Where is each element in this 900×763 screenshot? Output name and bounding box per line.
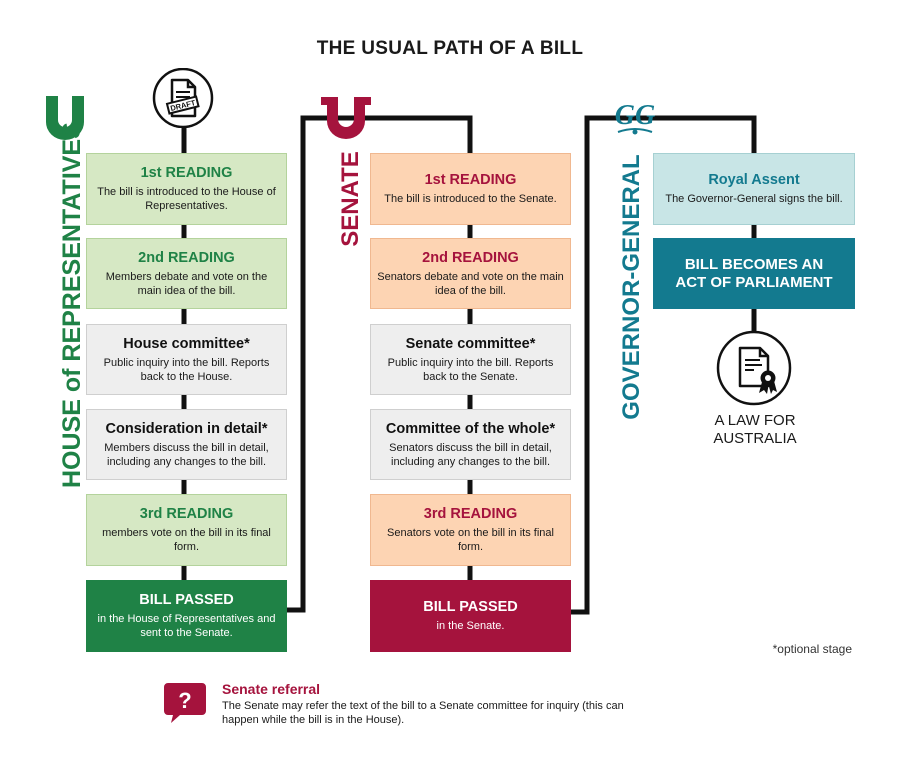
gg-step-royal-assent: Royal Assent The Governor-General signs … [653,153,855,225]
step-description: in the Senate. [436,620,505,632]
senate-chamber-icon [321,97,371,139]
step-heading: Senate committee* [405,335,536,352]
question-speech-bubble-icon: ? [164,683,206,723]
house-step-committee: House committee* Public inquiry into the… [86,324,287,395]
house-step-3rd-reading: 3rd READING members vote on the bill in … [86,494,287,566]
step-description: Members debate and vote on the main idea… [105,270,268,297]
senate-step-committee: Senate committee* Public inquiry into th… [370,324,571,395]
step-heading: BILL PASSED [139,592,234,608]
step-description: Members discuss the bill in detail, incl… [104,441,269,468]
house-bill-passed: BILL PASSED in the House of Representati… [86,580,287,652]
senate-step-2nd-reading: 2nd READING Senators debate and vote on … [370,238,571,309]
house-step-2nd-reading: 2nd READING Members debate and vote on t… [86,238,287,309]
senate-bill-passed: BILL PASSED in the Senate. [370,580,571,652]
senate-label: SENATE [337,151,364,247]
svg-text:GG: GG [615,100,655,131]
optional-stage-note: *optional stage [772,642,852,656]
senate-referral-title: Senate referral [222,681,321,697]
step-description: Senators discuss the bill in detail, inc… [389,441,552,468]
step-heading: Royal Assent [708,172,800,188]
draft-document-icon: DRAFT [152,68,214,128]
senate-referral-text: The Senate may refer the text of the bil… [222,700,624,726]
house-step-consideration-in-detail: Consideration in detail* Members discuss… [86,409,287,480]
step-description: Senators vote on the bill in its final f… [387,527,554,553]
step-heading: 1st READING [424,172,517,188]
law-for-australia: A LAW FOR AUSTRALIA [713,412,797,447]
page-title: THE USUAL PATH OF A BILL [316,38,584,59]
step-description: The bill is introduced to the Senate. [384,193,557,205]
step-description: The Governor-General signs the bill. [665,193,843,205]
step-description: The bill is introduced to the House of R… [97,186,276,212]
svg-text:?: ? [178,688,191,713]
gg-bill-becomes-act: BILL BECOMES AN ACT OF PARLIAMENT [653,238,855,309]
step-heading: 3rd READING [139,506,234,522]
house-step-1st-reading: 1st READING The bill is introduced to th… [86,153,287,225]
step-heading: BILL PASSED [423,599,518,615]
step-heading: Consideration in detail* [105,420,268,437]
step-description: Public inquiry into the bill. Reports ba… [387,356,554,383]
step-heading: House committee* [123,335,250,352]
step-heading: 2nd READING [138,249,235,266]
senate-step-3rd-reading: 3rd READING Senators vote on the bill in… [370,494,571,566]
governor-general-label: GOVERNOR-GENERAL [618,154,645,420]
step-description: Public inquiry into the bill. Reports ba… [103,356,270,383]
step-description: in the House of Representatives and sent… [97,613,276,639]
house-chamber-icon [46,96,84,140]
step-heading: BILL BECOMES AN ACT OF PARLIAMENT [675,255,833,291]
step-heading: 2nd READING [422,249,519,266]
law-certificate-icon [716,330,792,406]
governor-general-monogram-icon: GG [615,100,655,135]
step-heading: 1st READING [140,165,233,181]
senate-step-committee-of-the-whole: Committee of the whole* Senators discuss… [370,409,571,480]
step-heading: 3rd READING [423,506,518,522]
step-heading: Committee of the whole* [385,420,556,437]
house-label: HOUSE of REPRESENTATIVES [58,122,86,488]
step-description: members vote on the bill in its final fo… [102,527,271,553]
senate-step-1st-reading: 1st READING The bill is introduced to th… [370,153,571,225]
step-description: Senators debate and vote on the main ide… [377,270,564,297]
